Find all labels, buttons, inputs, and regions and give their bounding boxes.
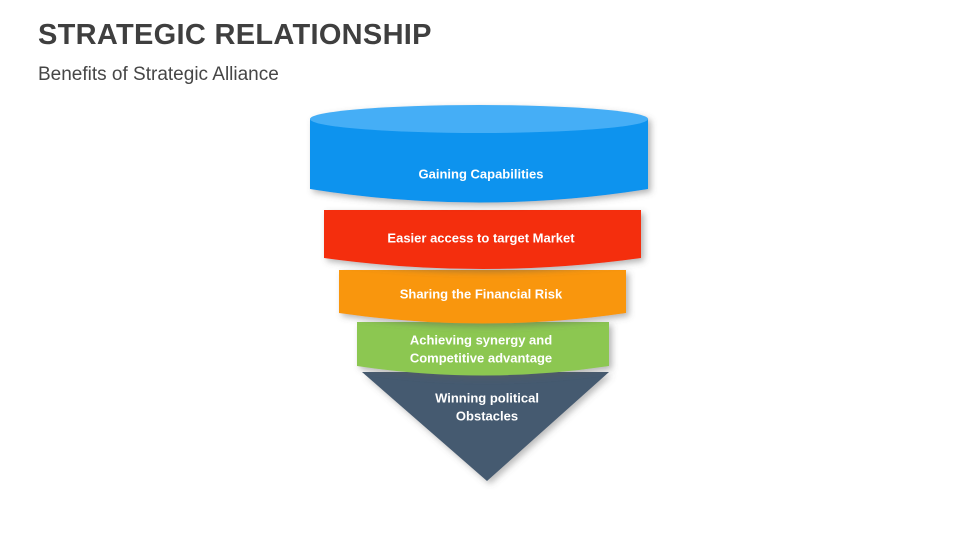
funnel-stage-5-label-line-2: Obstacles [456, 408, 518, 423]
page-subtitle: Benefits of Strategic Alliance [38, 64, 279, 86]
funnel-stage-4-shape [357, 322, 609, 376]
funnel-stage-5-shape [362, 372, 609, 481]
title-block: STRATEGIC RELATIONSHIP Benefits of Strat… [38, 18, 738, 87]
funnel-stage-2[interactable]: Easier access to target Market [324, 210, 641, 269]
funnel-stage-4[interactable]: Achieving synergy and Competitive advant… [357, 322, 609, 376]
funnel-stage-3-label: Sharing the Financial Risk [400, 286, 563, 301]
funnel-stage-2-label: Easier access to target Market [387, 230, 575, 245]
funnel-stage-2-shape [324, 210, 641, 269]
funnel-stage-1-label: Gaining Capabilities [419, 166, 544, 181]
page-title: STRATEGIC RELATIONSHIP [38, 19, 432, 51]
funnel-stage-5-label-line-1: Winning political [435, 390, 539, 405]
funnel-stage-3[interactable]: Sharing the Financial Risk [339, 270, 626, 324]
funnel-stage-1-body [310, 119, 648, 203]
funnel-stage-4-label-line-1: Achieving synergy and [410, 332, 552, 347]
funnel-stage-1-top-ellipse [310, 105, 648, 133]
funnel-stage-3-shape [339, 270, 626, 324]
funnel-stage-5[interactable]: Winning political Obstacles [362, 372, 609, 481]
funnel-stage-1[interactable]: Gaining Capabilities [310, 105, 648, 203]
funnel-stage-4-label-line-2: Competitive advantage [410, 350, 552, 365]
